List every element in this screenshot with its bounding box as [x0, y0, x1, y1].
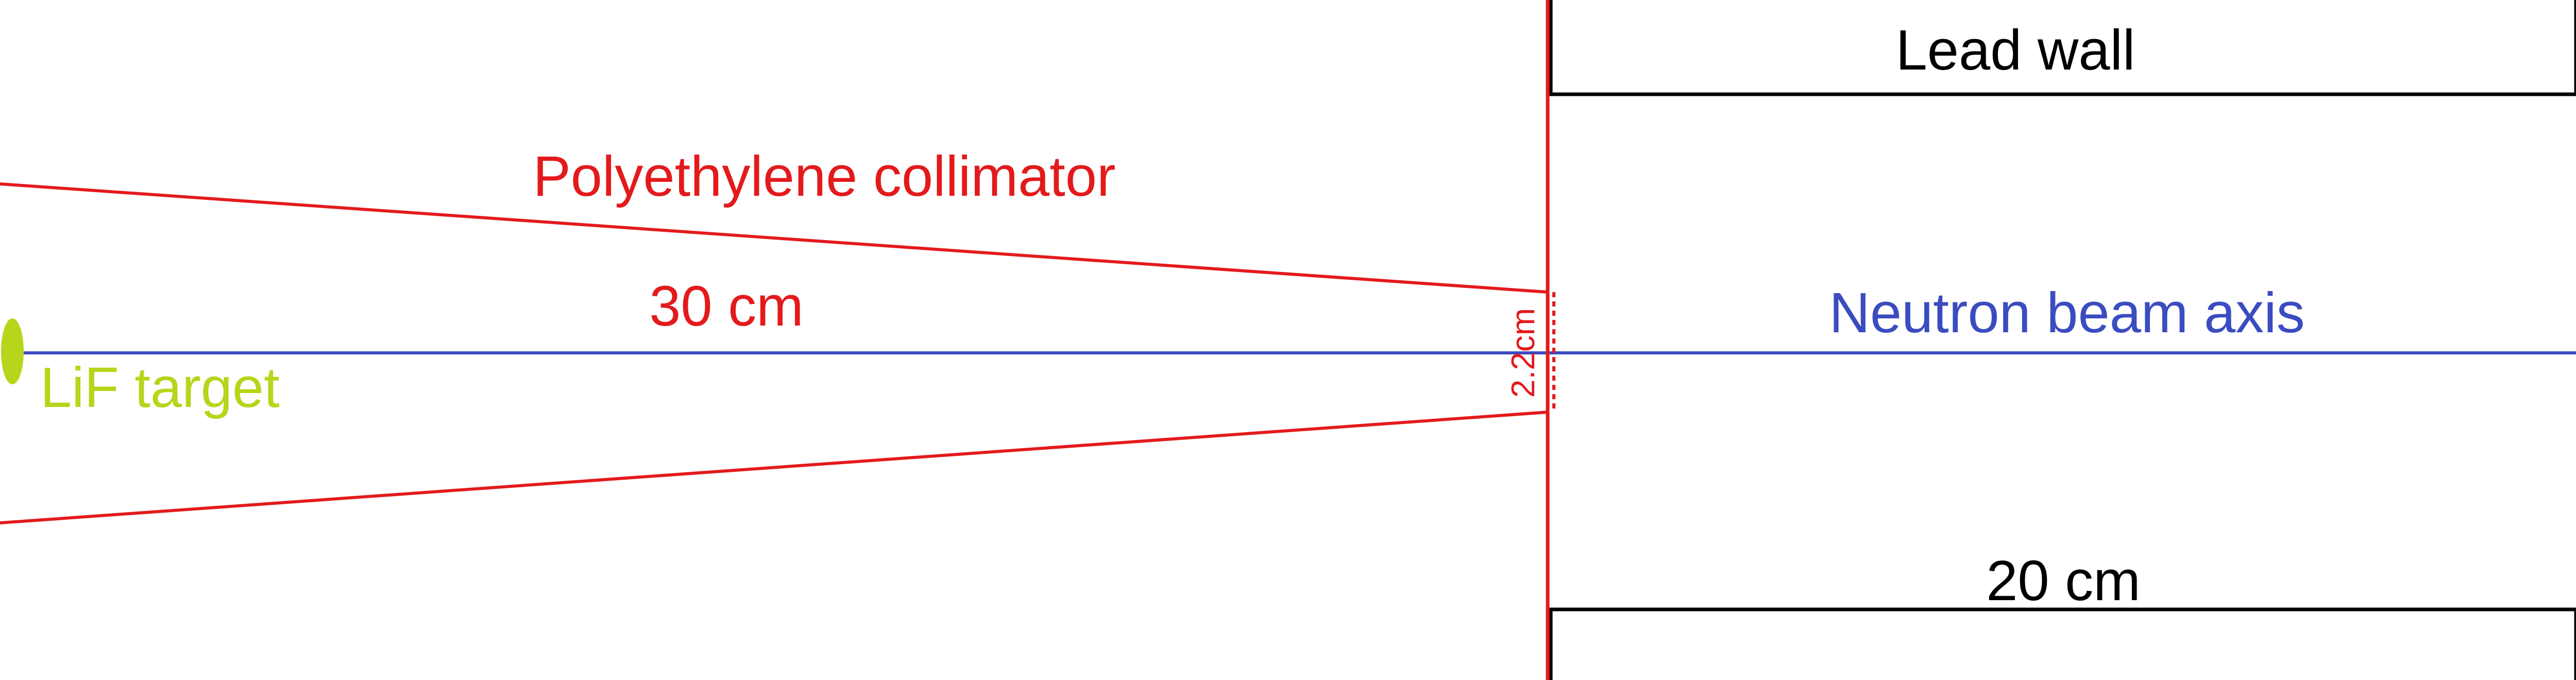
aperture-label: 2.2cm	[1504, 308, 1541, 398]
lead-wall-label: Lead wall	[1896, 19, 2136, 82]
beam-axis-label: Neutron beam axis	[1829, 281, 2304, 345]
lead-wall-upper-block	[1549, 0, 2576, 96]
collimator-label: Polyethylene collimator	[533, 145, 1115, 208]
collimator-lower-edge	[0, 411, 1548, 524]
length-label: 30 cm	[649, 275, 804, 338]
collimator-upper-edge	[0, 182, 1548, 294]
lif-target-shape	[1, 318, 24, 384]
lead-wall-lower-block	[1549, 607, 2576, 680]
target-label: LiF target	[40, 356, 280, 419]
wall-thickness-label: 20 cm	[1986, 549, 2141, 613]
